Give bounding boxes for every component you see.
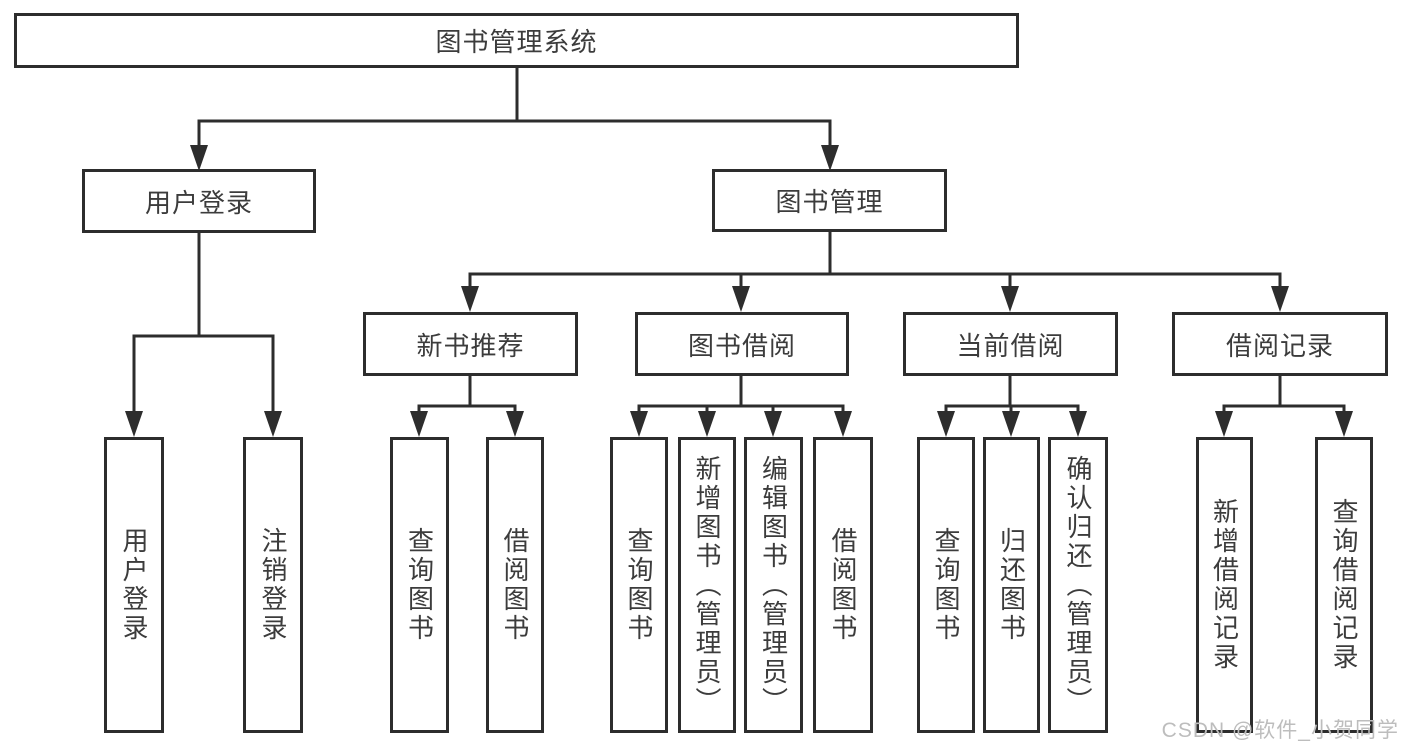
leaf-query-books-recommend: 查询图书 [390, 437, 449, 733]
leaf-label: 借阅图书 [500, 527, 530, 643]
node-borrow-records: 借阅记录 [1172, 312, 1388, 376]
arrowhead-icon [1271, 286, 1289, 312]
connector-root-to-level2 [190, 66, 839, 171]
arrowhead-icon [190, 145, 208, 171]
arrowhead-icon [937, 411, 955, 437]
arrowhead-icon [410, 411, 428, 437]
arrowhead-icon [461, 286, 479, 312]
connector-borrow-records-children [1215, 374, 1353, 437]
leaf-label: 查询图书 [931, 527, 961, 643]
connector-book-borrow-children [630, 374, 852, 437]
leaf-label: 借阅图书 [828, 527, 858, 643]
leaf-borrow-books-recommend: 借阅图书 [486, 437, 544, 733]
leaf-borrow-books: 借阅图书 [813, 437, 873, 733]
leaf-return-books: 归还图书 [983, 437, 1040, 733]
node-book-management: 图书管理 [712, 169, 947, 232]
leaf-label: 查询图书 [624, 527, 654, 643]
leaf-label: 新增借阅记录 [1209, 498, 1240, 672]
leaf-label: 确认归还（管理员） [1063, 454, 1093, 716]
arrowhead-icon [1001, 286, 1019, 312]
leaf-label: 注销登录 [258, 527, 288, 643]
leaf-add-borrow-record: 新增借阅记录 [1196, 437, 1253, 733]
leaf-add-books-admin: 新增图书（管理员） [678, 437, 736, 733]
leaf-query-borrow-record: 查询借阅记录 [1315, 437, 1373, 733]
arrowhead-icon [125, 411, 143, 437]
arrowhead-icon [630, 411, 648, 437]
leaf-label: 查询借阅记录 [1329, 498, 1359, 672]
leaf-label: 编辑图书（管理员） [758, 454, 789, 716]
arrowhead-icon [1215, 411, 1233, 437]
arrowhead-icon [732, 286, 750, 312]
arrowhead-icon [698, 411, 716, 437]
leaf-edit-books-admin: 编辑图书（管理员） [744, 437, 803, 733]
node-current-borrow: 当前借阅 [903, 312, 1118, 376]
leaf-label: 用户登录 [119, 527, 149, 643]
arrowhead-icon [821, 145, 839, 171]
arrowhead-icon [834, 411, 852, 437]
connector-book-management-children [461, 230, 1289, 312]
node-root: 图书管理系统 [14, 13, 1019, 68]
leaf-user-login: 用户登录 [104, 437, 164, 733]
leaf-query-books-current: 查询图书 [917, 437, 975, 733]
arrowhead-icon [506, 411, 524, 437]
leaf-label: 归还图书 [996, 527, 1027, 643]
leaf-label: 新增图书（管理员） [692, 454, 722, 716]
arrowhead-icon [264, 411, 282, 437]
csdn-watermark: CSDN @软件_小贺同学 [1161, 719, 1399, 742]
arrowhead-icon [1335, 411, 1353, 437]
node-new-book-recommend: 新书推荐 [363, 312, 578, 376]
connector-user-login-children [125, 231, 282, 437]
node-user-login: 用户登录 [82, 169, 316, 233]
arrowhead-icon [1002, 411, 1020, 437]
leaf-query-books-borrow: 查询图书 [610, 437, 668, 733]
arrowhead-icon [1069, 411, 1087, 437]
leaf-logout: 注销登录 [243, 437, 303, 733]
arrowhead-icon [764, 411, 782, 437]
connector-new-book-recommend-children [410, 374, 524, 437]
leaf-label: 查询图书 [404, 527, 435, 643]
connector-current-borrow-children [937, 374, 1087, 437]
node-book-borrow: 图书借阅 [635, 312, 849, 376]
leaf-confirm-return-admin: 确认归还（管理员） [1048, 437, 1108, 733]
